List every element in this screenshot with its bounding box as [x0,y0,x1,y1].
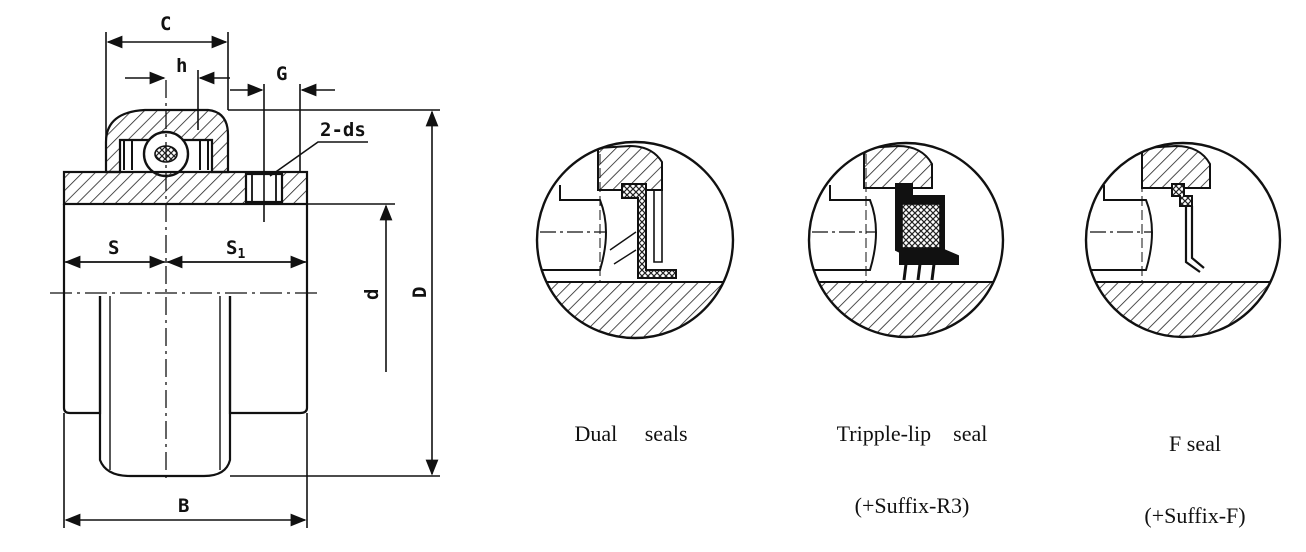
seal-caption-f: F seal (+Suffix-F) [1110,384,1280,552]
dim-label-g: G [276,63,287,85]
dim-label-s: S [108,237,119,259]
detail-dual-seals [535,140,735,340]
seal-suffix: (+Suffix-R3) [854,493,970,518]
dim-label-s1-main: S [226,237,237,259]
dim-label-b: B [178,495,189,517]
seal-caption-dual: Dual seals [546,374,716,470]
dim-label-s1-sub: 1 [237,247,245,262]
main-section-view [50,80,320,480]
dimension-lines [63,32,440,528]
bearing-insert-drawing: C h G 2-ds S S1 d D B [50,13,1282,528]
detail-tripple-lip-seal [807,141,1005,339]
seal-caption-tripple-lip: Tripple-lip seal (+Suffix-R3) [802,374,1022,542]
seal-title: F seal [1169,431,1221,456]
dim-label-d-large: D [409,287,431,298]
dim-label-s1: S1 [226,237,245,262]
dim-label-h: h [176,55,187,77]
dim-label-c: C [160,13,171,35]
dim-label-ds: 2-ds [320,119,366,141]
seal-suffix: (+Suffix-F) [1144,503,1246,528]
seal-title: Dual seals [574,421,688,446]
detail-f-seal [1084,141,1282,339]
seal-title: Tripple-lip seal [836,421,988,446]
dim-label-d-small: d [361,289,383,300]
